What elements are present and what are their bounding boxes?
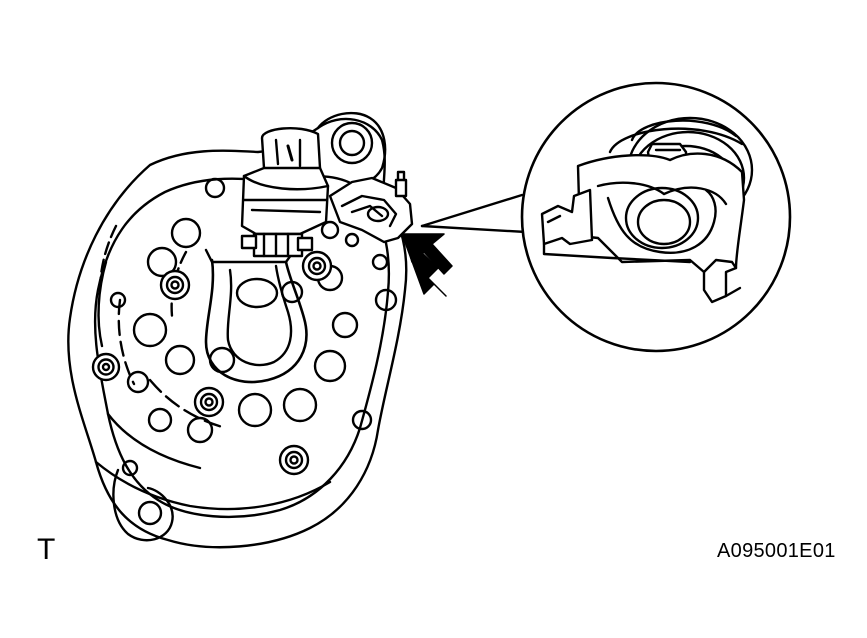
corner-mark: T	[37, 533, 56, 566]
magnifier-circle	[520, 81, 792, 353]
figure-code: A095001E01	[717, 540, 836, 562]
arrow-icon	[401, 233, 453, 297]
connector-plug	[240, 127, 330, 258]
callout-leader	[420, 193, 528, 234]
regulator-part	[328, 170, 414, 244]
alternator-body	[67, 111, 408, 549]
